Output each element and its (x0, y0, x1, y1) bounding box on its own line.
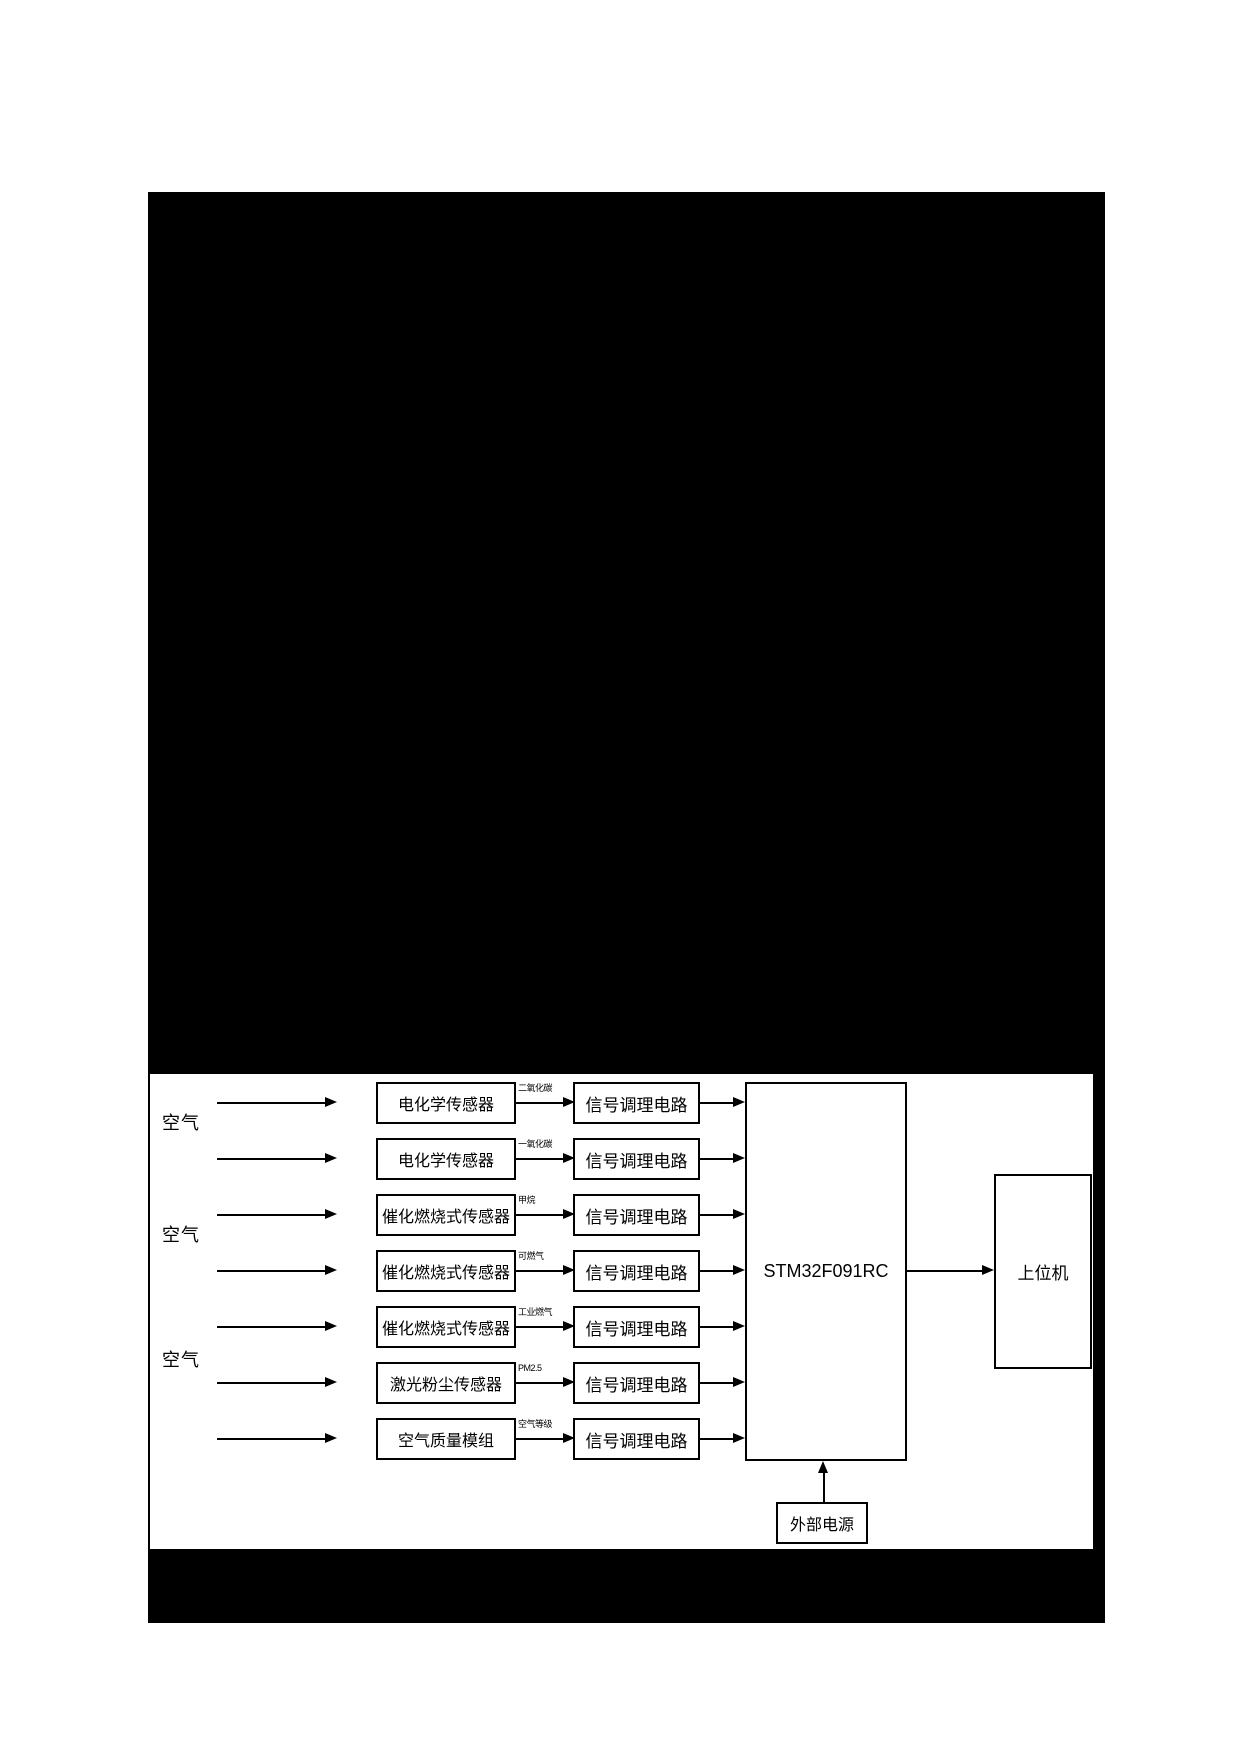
signal-to-mcu-arrow (700, 1097, 745, 1107)
arrow-right-icon (563, 1153, 575, 1163)
sensor-row: 激光粉尘传感器 PM2.5 信号调理电路 (150, 1362, 1093, 1404)
sensor-box-label: 空气质量模组 (397, 1433, 494, 1450)
gas-type-label: 空气等级 (518, 1419, 553, 1429)
arrow-right-icon (325, 1265, 337, 1275)
sensor-box: 空气质量模组 (376, 1418, 516, 1460)
arrow-right-icon (733, 1377, 745, 1387)
arrow-right-icon (325, 1153, 337, 1163)
signal-conditioning-box: 信号调理电路 (573, 1194, 700, 1236)
air-flow-arrow (217, 1265, 337, 1275)
gas-type-label: 甲烷 (518, 1195, 536, 1205)
sensor-box-label: 催化燃烧式传感器 (381, 1209, 510, 1226)
arrow-right-icon (733, 1209, 745, 1219)
arrow-right-icon (563, 1265, 575, 1275)
arrow-right-icon (563, 1377, 575, 1387)
signal-to-mcu-arrow (700, 1321, 745, 1331)
signal-box-label: 信号调理电路 (585, 1095, 688, 1115)
signal-conditioning-box: 信号调理电路 (573, 1138, 700, 1180)
sensor-box: 催化燃烧式传感器 (376, 1194, 516, 1236)
signal-box-label: 信号调理电路 (585, 1319, 688, 1339)
arrow-right-icon (325, 1321, 337, 1331)
mcu-label: STM32F091RC (763, 1261, 889, 1281)
sensor-to-signal-arrow (516, 1321, 575, 1331)
host-computer-box: 上位机 (994, 1174, 1092, 1369)
signal-box-label: 信号调理电路 (585, 1375, 688, 1395)
gas-type-label: 工业燃气 (518, 1307, 553, 1317)
gas-type-label: 二氧化碳 (518, 1083, 553, 1093)
power-to-mcu-arrow (818, 1461, 828, 1502)
arrow-right-icon (733, 1433, 745, 1443)
gas-type-label: 可燃气 (518, 1251, 544, 1261)
signal-conditioning-box: 信号调理电路 (573, 1082, 700, 1124)
signal-conditioning-box: 信号调理电路 (573, 1250, 700, 1292)
signal-box-label: 信号调理电路 (585, 1263, 688, 1283)
mcu-to-host-arrow (907, 1265, 994, 1275)
signal-conditioning-box: 信号调理电路 (573, 1418, 700, 1460)
signal-conditioning-box: 信号调理电路 (573, 1362, 700, 1404)
arrow-right-icon (325, 1097, 337, 1107)
air-flow-arrow (217, 1209, 337, 1219)
arrow-up-icon (818, 1461, 828, 1473)
arrow-right-icon (325, 1209, 337, 1219)
gas-type-label: PM2.5 (518, 1363, 542, 1373)
sensor-box: 催化燃烧式传感器 (376, 1250, 516, 1292)
sensor-to-signal-arrow (516, 1209, 575, 1219)
external-power-box: 外部电源 (776, 1502, 868, 1544)
arrow-right-icon (563, 1097, 575, 1107)
signal-to-mcu-arrow (700, 1153, 745, 1163)
power-label: 外部电源 (789, 1517, 854, 1534)
sensor-box-label: 电化学传感器 (397, 1153, 494, 1170)
mcu-box: STM32F091RC (745, 1082, 907, 1461)
arrow-right-icon (563, 1433, 575, 1443)
sensor-box-label: 激光粉尘传感器 (389, 1377, 502, 1394)
sensor-row: 催化燃烧式传感器 工业燃气 信号调理电路 (150, 1306, 1093, 1348)
arrow-right-icon (563, 1321, 575, 1331)
sensor-row: 电化学传感器 一氧化碳 信号调理电路 (150, 1138, 1093, 1180)
arrow-right-icon (325, 1377, 337, 1387)
signal-to-mcu-arrow (700, 1209, 745, 1219)
arrow-right-icon (982, 1265, 994, 1275)
signal-box-label: 信号调理电路 (585, 1207, 688, 1227)
signal-to-mcu-arrow (700, 1265, 745, 1275)
arrow-right-icon (733, 1265, 745, 1275)
arrow-right-icon (733, 1153, 745, 1163)
signal-box-label: 信号调理电路 (585, 1431, 688, 1451)
sensor-row: 催化燃烧式传感器 可燃气 信号调理电路 (150, 1250, 1093, 1292)
arrow-right-icon (733, 1097, 745, 1107)
sensor-box: 激光粉尘传感器 (376, 1362, 516, 1404)
sensor-to-signal-arrow (516, 1097, 575, 1107)
sensor-box-label: 催化燃烧式传感器 (381, 1321, 510, 1338)
air-input-label: 空气 (162, 1350, 200, 1370)
sensor-to-signal-arrow (516, 1377, 575, 1387)
signal-conditioning-box: 信号调理电路 (573, 1306, 700, 1348)
sensor-box-label: 电化学传感器 (397, 1097, 494, 1114)
air-flow-arrow (217, 1377, 337, 1387)
sensor-to-signal-arrow (516, 1265, 575, 1275)
arrow-right-icon (563, 1209, 575, 1219)
sensor-row: 空气质量模组 空气等级 信号调理电路 (150, 1418, 1093, 1460)
sensor-row: 电化学传感器 二氧化碳 信号调理电路 (150, 1082, 1093, 1124)
air-flow-arrow (217, 1433, 337, 1443)
air-flow-arrow (217, 1321, 337, 1331)
host-label: 上位机 (1017, 1264, 1069, 1283)
air-input-label: 空气 (162, 1225, 200, 1245)
air-flow-arrow (217, 1153, 337, 1163)
sensor-row: 催化燃烧式传感器 甲烷 信号调理电路 (150, 1194, 1093, 1236)
sensor-to-signal-arrow (516, 1153, 575, 1163)
sensor-box: 电化学传感器 (376, 1082, 516, 1124)
sensor-box: 催化燃烧式传感器 (376, 1306, 516, 1348)
sensor-to-signal-arrow (516, 1433, 575, 1443)
gas-type-label: 一氧化碳 (518, 1139, 553, 1149)
signal-to-mcu-arrow (700, 1433, 745, 1443)
air-input-label: 空气 (162, 1113, 200, 1133)
sensor-box: 电化学传感器 (376, 1138, 516, 1180)
sensor-system-block-diagram: 空气 空气 空气 电化学传感器 二氧化碳 信号调理电路 电化学传感器 一氧化碳 … (148, 1074, 1093, 1549)
air-flow-arrow (217, 1097, 337, 1107)
signal-to-mcu-arrow (700, 1377, 745, 1387)
sensor-box-label: 催化燃烧式传感器 (381, 1265, 510, 1282)
signal-box-label: 信号调理电路 (585, 1151, 688, 1171)
arrow-right-icon (325, 1433, 337, 1443)
arrow-right-icon (733, 1321, 745, 1331)
